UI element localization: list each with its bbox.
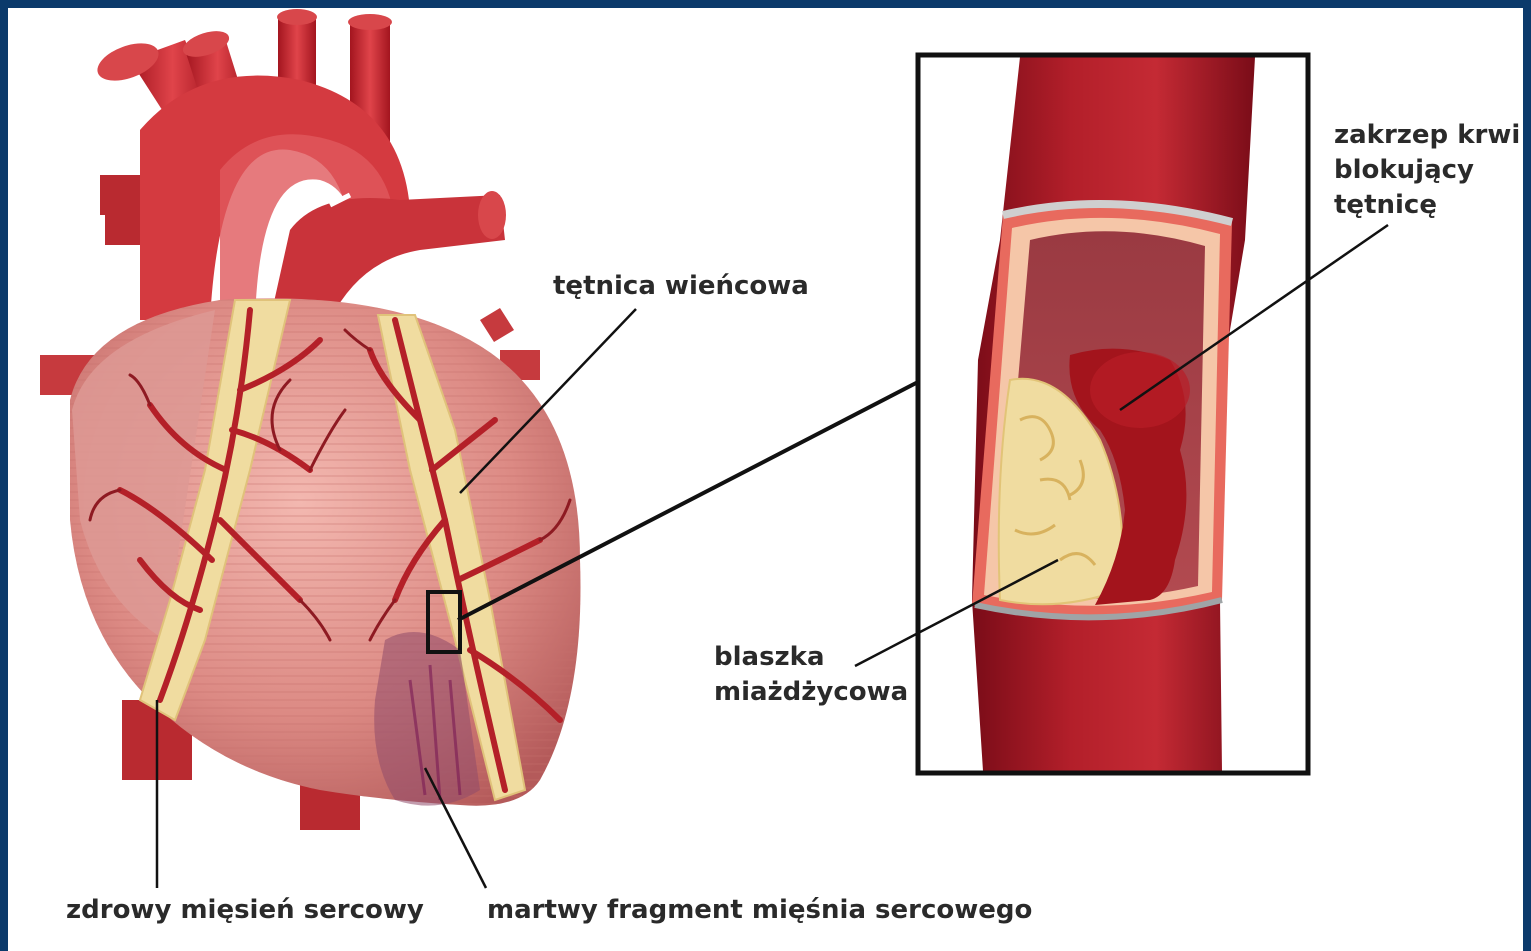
label-coronary-artery: tętnica wieńcowa xyxy=(553,269,809,304)
label-blood-clot-line-1: zakrzep krwi xyxy=(1334,118,1520,153)
label-healthy-muscle: zdrowy mięsień sercowy xyxy=(66,893,424,928)
label-blood-clot: zakrzep krwi blokujący tętnicę xyxy=(1334,118,1520,223)
label-blood-clot-line-2: blokujący xyxy=(1334,153,1520,188)
artery-cross-section xyxy=(918,55,1308,773)
label-dead-muscle: martwy fragment mięśnia sercowego xyxy=(487,893,1032,928)
label-plaque-line-2: miażdżycowa xyxy=(714,675,908,710)
label-plaque-line-1: blaszka xyxy=(714,640,908,675)
label-plaque: blaszka miażdżycowa xyxy=(714,640,908,710)
label-blood-clot-line-3: tętnicę xyxy=(1334,188,1520,223)
